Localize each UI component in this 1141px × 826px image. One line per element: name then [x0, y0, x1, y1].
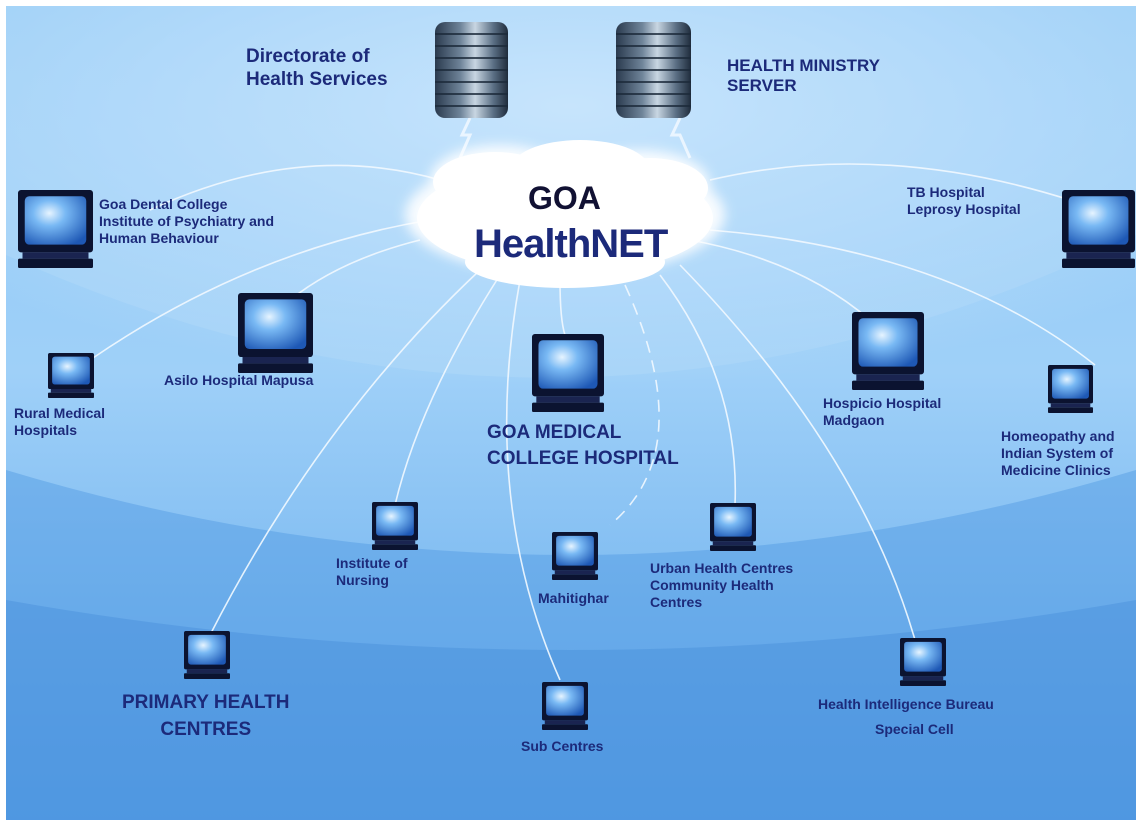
monitor-icon-gmc [532, 334, 604, 412]
monitor-icon-mahitighar [552, 532, 598, 580]
monitor-icon-rural [48, 353, 94, 398]
monitor-icon-hospicio [852, 312, 924, 390]
hub-title-health: Health [474, 222, 591, 266]
monitor-icon-hib [900, 638, 946, 686]
node-label-hib: Health Intelligence Bureau [818, 696, 994, 712]
connector-lines [89, 163, 1096, 681]
node-label-mahitighar: Mahitighar [538, 590, 609, 606]
server-dhs [435, 22, 508, 118]
node-label-gmc: GOA MEDICAL COLLEGE HOSPITAL [487, 422, 679, 469]
hub-title-net: NET [590, 222, 668, 266]
monitor-icon-phc [184, 631, 230, 679]
server-label-dhs: Directorate of Health Services [246, 46, 388, 90]
node-label-phc: PRIMARY HEALTH CENTRES [122, 692, 290, 740]
monitor-icon-sub [542, 682, 588, 730]
node-label-homeo: Homeopathy and Indian System of Medicine… [1001, 428, 1115, 478]
monitor-icon-urban [710, 503, 756, 551]
node-label-urban: Urban Health Centres Community Health Ce… [650, 560, 794, 610]
monitor-icon-nursing [372, 502, 418, 550]
server-label-hms: HEALTH MINISTRY SERVER [727, 56, 880, 96]
hub-title-healthnet: HealthNET [474, 222, 668, 267]
node-label-hospicio: Hospicio Hospital Madgaon [823, 395, 942, 428]
node-label-special: Special Cell [875, 721, 954, 737]
server-hms [616, 22, 691, 118]
monitor-icon-tb [1062, 190, 1135, 268]
node-label-dental: Goa Dental College Institute of Psychiat… [99, 196, 275, 246]
node-label-asilo: Asilo Hospital Mapusa [164, 372, 314, 388]
monitor-icon-asilo [238, 293, 313, 373]
node-label-rural: Rural Medical Hospitals [14, 405, 106, 438]
healthnet-cloud [405, 140, 725, 288]
node-label-sub: Sub Centres [521, 738, 604, 754]
node-label-tb: TB Hospital Leprosy Hospital [907, 184, 1021, 217]
node-label-nursing: Institute of Nursing [336, 555, 408, 588]
monitor-icon-homeo [1048, 365, 1093, 413]
server-links [458, 117, 692, 159]
hub-title-goa: GOA [528, 180, 601, 216]
monitor-icon-dental [18, 190, 93, 268]
